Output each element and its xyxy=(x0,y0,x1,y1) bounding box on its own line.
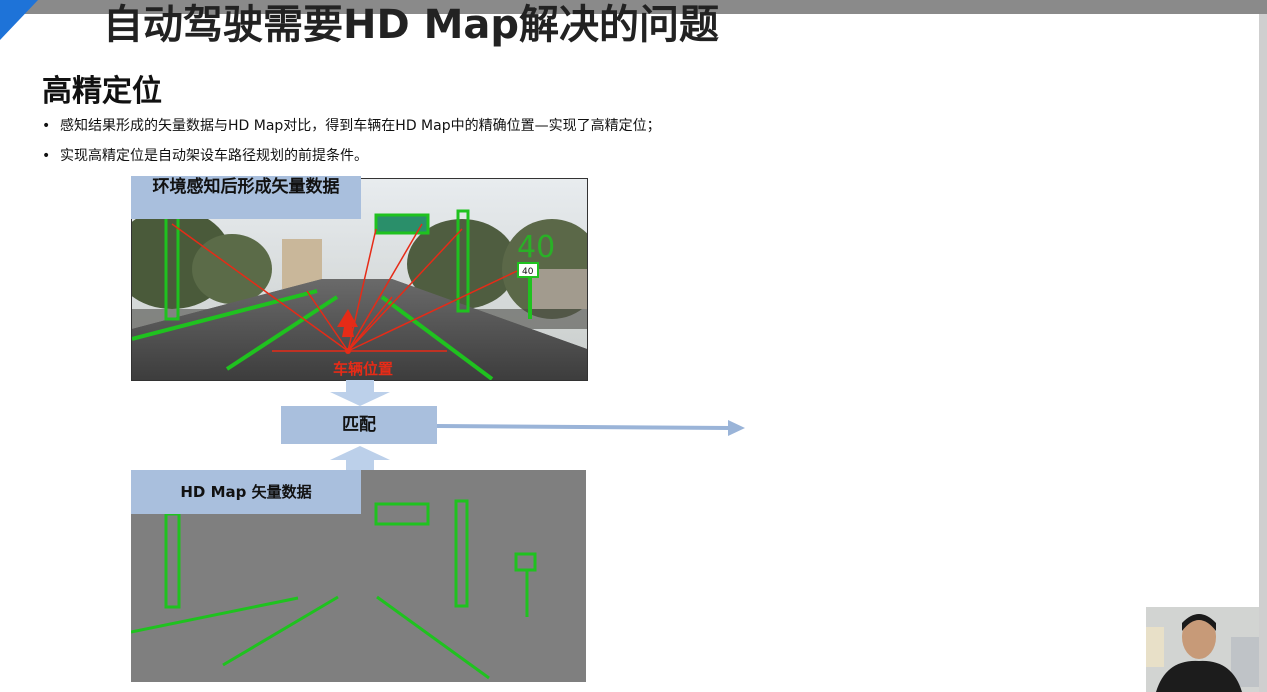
bullet-text: 实现高精定位是自动架设车路径规划的前提条件。 xyxy=(60,148,368,164)
corner-decoration-icon xyxy=(0,0,38,40)
match-label: 匹配 xyxy=(281,406,437,444)
scrollbar[interactable] xyxy=(1259,14,1267,692)
hd-map-label: HD Map 矢量数据 xyxy=(131,470,361,514)
bullet-icon: • xyxy=(42,118,51,134)
top-bar xyxy=(0,0,1267,14)
vehicle-position-label: 车辆位置 xyxy=(333,360,394,378)
bullet-item: • 感知结果形成的矢量数据与HD Map对比，得到车辆在HD Map中的精确位置—… xyxy=(42,115,661,135)
right-arrow-icon xyxy=(728,420,745,436)
webcam-presenter-icon xyxy=(1146,607,1259,692)
speed-sign-large: 40 xyxy=(517,230,555,265)
right-arrow-line xyxy=(436,424,731,430)
up-arrow-icon xyxy=(330,446,390,470)
perception-label: 环境感知后形成矢量数据 xyxy=(131,176,361,219)
bullet-icon: • xyxy=(42,148,51,164)
speed-sign-small: 40 xyxy=(522,267,534,277)
bullet-text: 感知结果形成的矢量数据与HD Map对比，得到车辆在HD Map中的精确位置—实… xyxy=(60,118,661,134)
slide-title: 自动驾驶需要HD Map解决的问题 xyxy=(103,2,720,48)
section-heading: 高精定位 xyxy=(42,74,162,109)
bullet-item: • 实现高精定位是自动架设车路径规划的前提条件。 xyxy=(42,145,368,165)
down-arrow-icon xyxy=(330,380,390,406)
